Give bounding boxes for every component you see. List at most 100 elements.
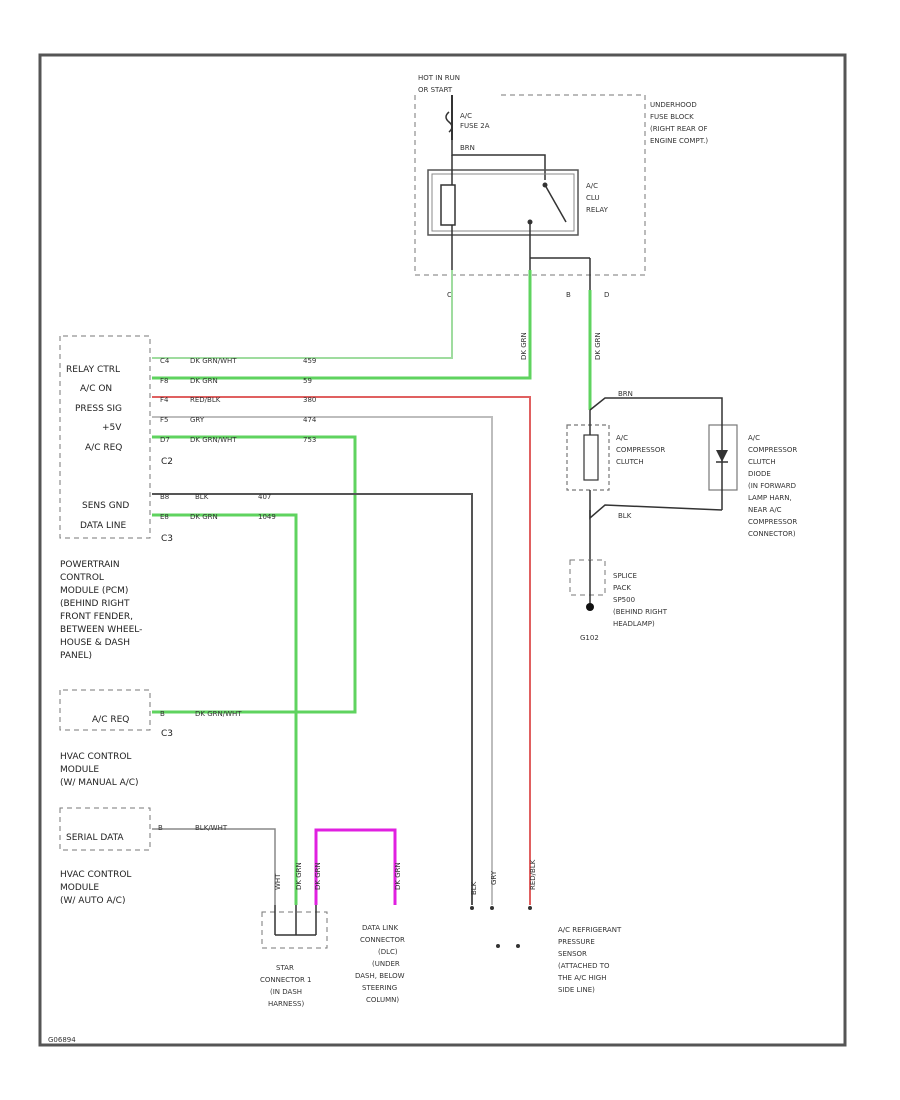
dlc-label-7: COLUMN)	[366, 996, 399, 1004]
circuit-label: 459	[303, 357, 316, 365]
wire-color-label: DK GRN	[190, 377, 218, 385]
wire-label-blk-vertical: BLK	[470, 881, 478, 895]
wire-color-label: RED/BLK	[190, 396, 221, 404]
diode-label-5: (IN FORWARD	[748, 482, 796, 490]
hvac-manual-pin: B	[160, 710, 165, 718]
pin-label: B8	[160, 493, 169, 501]
clutch-wire-top: BRN	[618, 390, 633, 398]
hvac-manual-desc-2: MODULE	[60, 765, 99, 775]
hvac-manual-connector: C3	[161, 729, 173, 739]
wire-label-dlc-right: DK GRN	[394, 862, 402, 890]
dlc-label-2: CONNECTOR	[360, 936, 405, 944]
hvac-manual-wire: DK GRN/WHT	[195, 710, 242, 718]
dlc-label-1: DATA LINK	[362, 924, 398, 932]
pin-label: E8	[160, 513, 169, 521]
diode-label-1: A/C	[748, 434, 760, 442]
diagram-frame	[38, 53, 847, 1047]
splice-label-4: (BEHIND RIGHT	[613, 608, 668, 616]
circuit-label: 1049	[258, 513, 276, 521]
fuse-wire-label: BRN	[460, 144, 475, 152]
circuit-label: 380	[303, 396, 316, 404]
wire-color-label: DK GRN/WHT	[190, 436, 237, 444]
fuse-label-1: A/C	[460, 112, 472, 120]
splice-label-5: HEADLAMP)	[613, 620, 655, 628]
sensor-pin-icon	[516, 944, 520, 948]
hvac-auto-signal: SERIAL DATA	[66, 833, 124, 843]
pcm-desc-4: (BEHIND RIGHT	[60, 599, 130, 609]
diode-label-9: CONNECTOR)	[748, 530, 796, 538]
hvac-auto-pin: B	[158, 824, 163, 832]
wire-color-label: GRY	[190, 416, 205, 424]
pcm-signal-sens-gnd: SENS GND	[82, 501, 129, 511]
relay-switch-icon	[544, 184, 567, 223]
clutch-wire-bottom: BLK	[618, 512, 632, 520]
diode-label-8: COMPRESSOR	[748, 518, 797, 526]
pin-label: F5	[160, 416, 168, 424]
wire-label-dlc-left: DK GRN	[314, 862, 322, 890]
fuse-block-location-3: (RIGHT REAR OF	[650, 125, 708, 133]
hot-label-2: OR START	[418, 86, 453, 94]
wire-color-label: DK GRN	[190, 513, 218, 521]
wire-label-serial-vertical: WHT	[274, 873, 282, 890]
star-label-4: HARNESS)	[268, 1000, 304, 1008]
star-label-1: STAR	[276, 964, 294, 972]
pcm-desc-2: CONTROL	[60, 573, 104, 583]
hvac-auto-wire: BLK/WHT	[195, 824, 228, 832]
sensor-label-1: A/C REFRIGERANT	[558, 926, 622, 934]
diode-label-2: COMPRESSOR	[748, 446, 797, 454]
pcm-signal-relay-ctrl: RELAY CTRL	[66, 365, 120, 375]
hot-label-1: HOT IN RUN	[418, 74, 460, 82]
wire-label-data-vertical: DK GRN	[295, 862, 303, 890]
relay-pin-c: C	[447, 291, 452, 299]
footer-code: G06894	[48, 1036, 76, 1044]
diode-box	[708, 424, 738, 491]
hvac-control-manual: A/C REQ B DK GRN/WHT C3 HVAC CONTROL MOD…	[59, 689, 242, 788]
wire-label-gry-vertical: GRY	[490, 870, 498, 885]
star-label-2: CONNECTOR 1	[260, 976, 312, 984]
dlc-label-4: (UNDER	[372, 960, 400, 968]
clutch-label-1: A/C	[616, 434, 628, 442]
pin-label: F8	[160, 377, 168, 385]
pcm-signal-data-line: DATA LINE	[80, 521, 126, 531]
sensor-label-3: SENSOR	[558, 950, 587, 958]
sensor-label-6: SIDE LINE)	[558, 986, 595, 994]
hvac-auto-desc-3: (W/ AUTO A/C)	[60, 896, 125, 906]
pcm-desc-7: HOUSE & DASH	[60, 638, 130, 648]
ground-id: G102	[580, 634, 599, 642]
pcm-desc-3: MODULE (PCM)	[60, 586, 128, 596]
pcm-signal-5v: +5V	[102, 423, 122, 433]
ac-clutch-relay	[427, 169, 579, 236]
hvac-manual-signal: A/C REQ	[92, 715, 129, 725]
circuit-label: 407	[258, 493, 271, 501]
hvac-manual-desc-3: (W/ MANUAL A/C)	[60, 778, 139, 788]
pcm-signal-ac-on: A/C ON	[80, 384, 112, 394]
underhood-fuse-block: HOT IN RUN OR START A/C FUSE 2A BRN A/C …	[414, 74, 708, 299]
hvac-auto-desc-1: HVAC CONTROL	[60, 870, 131, 880]
pin-label: D7	[160, 436, 170, 444]
circuit-label: 474	[303, 416, 317, 424]
splice-label-3: SP500	[613, 596, 635, 604]
diode-label-4: DIODE	[748, 470, 771, 478]
relay-pin-b: B	[566, 291, 571, 299]
circuit-label: 753	[303, 436, 316, 444]
star-connector: STAR CONNECTOR 1 (IN DASH HARNESS)	[260, 905, 328, 1008]
ground-icon	[586, 603, 594, 611]
hvac-manual-desc-1: HVAC CONTROL	[60, 752, 131, 762]
relay-label-2: CLU	[586, 194, 600, 202]
hvac-control-auto: SERIAL DATA B BLK/WHT HVAC CONTROL MODUL…	[59, 807, 228, 906]
wire-color-label: DK GRN/WHT	[190, 357, 237, 365]
clutch-label-2: COMPRESSOR	[616, 446, 665, 454]
fuse-block-location-2: FUSE BLOCK	[650, 113, 694, 121]
dlc-label-6: STEERING	[362, 984, 397, 992]
relay-label-3: RELAY	[586, 206, 609, 214]
pcm-desc-8: PANEL)	[60, 651, 92, 661]
relay-pin-d: D	[604, 291, 609, 299]
fuse-block-location-1: UNDERHOOD	[650, 101, 697, 109]
pcm-connector-c3: C3	[161, 534, 173, 544]
clutch-box	[566, 424, 610, 491]
diode-label-7: NEAR A/C	[748, 506, 782, 514]
fuse-block-location-4: ENGINE COMPT.)	[650, 137, 708, 145]
fuse-label-2: FUSE 2A	[460, 122, 490, 130]
relay-label-1: A/C	[586, 182, 598, 190]
